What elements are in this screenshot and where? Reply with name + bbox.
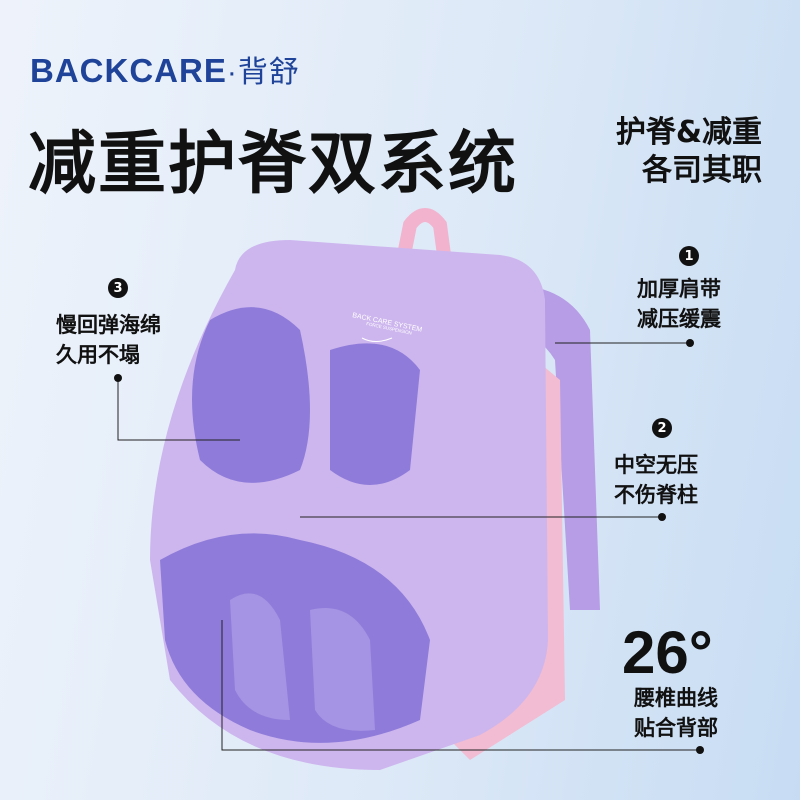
callout-badge-2: 2	[652, 418, 672, 438]
slogan-line-1: 护脊&减重	[615, 115, 762, 150]
backpack-print-swoosh	[361, 337, 393, 342]
lumbar-angle: 26°	[622, 619, 713, 686]
brand-separator: ·	[226, 56, 238, 89]
brand-name-cn: 背舒	[237, 56, 300, 89]
brand-logo: BACKCARE·背舒	[30, 47, 300, 91]
callout-badge-1: 1	[679, 246, 699, 266]
callout-2-line-1: 中空无压	[614, 453, 698, 477]
callout-3-line-2: 久用不塌	[56, 343, 140, 367]
pad-lumbar-right-cell	[310, 608, 375, 731]
callout-1-line-2: 减压缓震	[637, 307, 721, 331]
slogan: 护脊&减重各司其职	[616, 114, 762, 190]
headline: 减重护脊双系统	[28, 125, 519, 204]
callout-3-line-1: 慢回弹海绵	[56, 313, 161, 337]
backpack-handle	[388, 208, 457, 302]
pad-left-upper	[192, 307, 310, 483]
callout-text-2: 中空无压不伤脊柱	[614, 450, 698, 510]
callout-lumbar-line-2: 贴合背部	[634, 716, 718, 740]
callout-dots	[114, 339, 704, 754]
pad-lumbar-left-cell	[230, 593, 290, 720]
callout-2-line-2: 不伤脊柱	[614, 483, 698, 507]
slogan-line-2: 各司其职	[642, 153, 762, 188]
callout-1-line-1: 加厚肩带	[637, 277, 721, 301]
callout-lumbar-line-1: 腰椎曲线	[634, 686, 718, 710]
callout-lines	[117, 342, 700, 751]
shoulder-strap	[470, 285, 600, 610]
callout-text-3: 慢回弹海绵久用不塌	[56, 310, 161, 370]
pad-right-upper	[330, 343, 420, 485]
callout-badge-3: 3	[108, 278, 128, 298]
callout-text-1: 加厚肩带减压缓震	[637, 274, 721, 334]
callout-text-lumbar: 腰椎曲线贴合背部	[634, 683, 718, 743]
brand-name: BACKCARE	[30, 52, 227, 89]
